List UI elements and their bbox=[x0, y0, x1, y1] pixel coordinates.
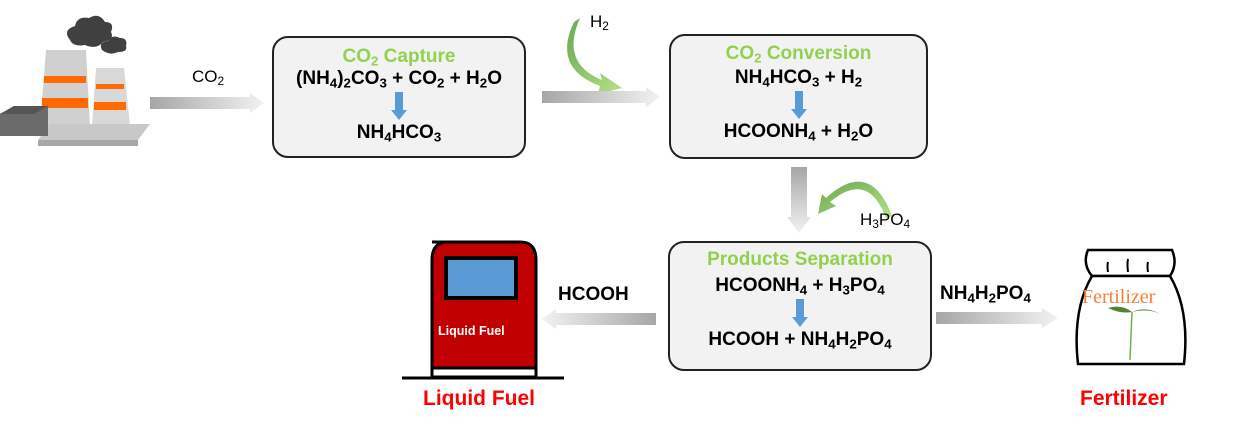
hcooh-flow-arrow bbox=[542, 309, 656, 329]
separation-title: Products Separation bbox=[707, 249, 893, 270]
power-plant-icon bbox=[0, 15, 150, 146]
conversion-title: CO2 Conversion bbox=[725, 43, 872, 66]
fuel-pump-sign: Liquid Fuel bbox=[438, 324, 505, 338]
conversion-reactants: NH4HCO3 + H2 bbox=[734, 67, 863, 90]
h3po4-input-arrow bbox=[818, 181, 892, 218]
capture-reactants: (NH4)2CO3 + CO2 + H2O bbox=[296, 68, 502, 91]
nh4h2po4-label: NH4H2PO4 bbox=[940, 283, 1031, 306]
capture-product: NH4HCO3 bbox=[356, 122, 442, 145]
reaction-arrow-icon bbox=[790, 91, 807, 119]
co2-capture-box: CO2 Capture (NH4)2CO3 + CO2 + H2O NH4HCO… bbox=[272, 36, 526, 158]
hcooh-label: HCOOH bbox=[558, 284, 629, 305]
co2-conversion-box: CO2 Conversion NH4HCO3 + H2 HCOONH4 + H2… bbox=[669, 34, 928, 159]
reaction-arrow-icon bbox=[391, 92, 407, 120]
h2-input-arrow bbox=[567, 18, 622, 94]
nh4h2po4-flow-arrow bbox=[936, 308, 1058, 328]
fertilizer-bag-icon bbox=[1075, 248, 1187, 366]
reaction-arrow-icon bbox=[792, 299, 808, 327]
conversion-product: HCOONH4 + H2O bbox=[723, 121, 874, 144]
h3po4-label: H3PO4 bbox=[860, 210, 911, 231]
separation-product: HCOOH + NH4H2PO4 bbox=[708, 329, 892, 352]
conversion-to-separation-arrow bbox=[787, 167, 811, 233]
co2-flow-arrow bbox=[150, 93, 264, 113]
liquid-fuel-caption: Liquid Fuel bbox=[423, 387, 535, 410]
fuel-pump-icon bbox=[402, 240, 564, 380]
products-separation-box: Products Separation HCOONH4 + H3PO4 HCOO… bbox=[668, 241, 932, 371]
capture-to-conversion-arrow bbox=[542, 87, 660, 107]
co2-label: CO2 bbox=[192, 67, 225, 88]
fertilizer-bag-label: Fertilizer bbox=[1082, 286, 1156, 308]
h2-label: H2 bbox=[590, 12, 609, 33]
fertilizer-caption: Fertilizer bbox=[1080, 387, 1168, 410]
separation-reactants: HCOONH4 + H3PO4 bbox=[715, 275, 885, 298]
capture-title: CO2 Capture bbox=[342, 46, 456, 69]
